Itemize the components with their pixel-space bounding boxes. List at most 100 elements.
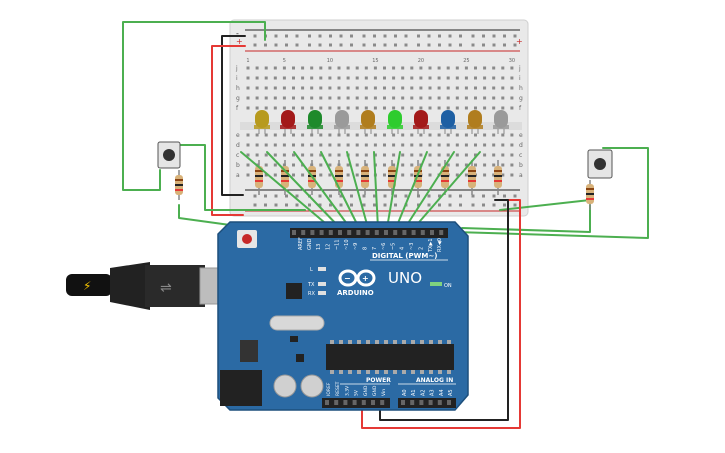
resistor[interactable] bbox=[255, 160, 263, 195]
breadboard-hole[interactable] bbox=[437, 76, 441, 80]
breadboard-hole[interactable] bbox=[419, 133, 423, 137]
breadboard-hole[interactable] bbox=[446, 76, 450, 80]
breadboard-hole[interactable] bbox=[428, 143, 432, 147]
breadboard-hole[interactable] bbox=[328, 66, 332, 70]
rail-hole[interactable] bbox=[503, 43, 506, 47]
breadboard-hole[interactable] bbox=[328, 96, 332, 100]
led[interactable] bbox=[387, 110, 403, 134]
breadboard-hole[interactable] bbox=[510, 96, 514, 100]
breadboard-hole[interactable] bbox=[501, 163, 505, 167]
breadboard-hole[interactable] bbox=[337, 143, 341, 147]
breadboard-hole[interactable] bbox=[383, 143, 386, 147]
breadboard-hole[interactable] bbox=[492, 76, 496, 80]
breadboard-hole[interactable] bbox=[419, 96, 423, 100]
breadboard-hole[interactable] bbox=[492, 133, 496, 137]
breadboard-hole[interactable] bbox=[255, 106, 259, 110]
rail-hole[interactable] bbox=[417, 203, 420, 207]
rail-hole[interactable] bbox=[373, 43, 376, 47]
rail-hole[interactable] bbox=[362, 203, 366, 207]
breadboard-hole[interactable] bbox=[264, 133, 268, 137]
rail-hole[interactable] bbox=[339, 203, 343, 207]
breadboard-hole[interactable] bbox=[273, 96, 277, 100]
breadboard-hole[interactable] bbox=[364, 86, 368, 90]
rail-hole[interactable] bbox=[503, 194, 506, 198]
breadboard-hole[interactable] bbox=[273, 153, 277, 157]
breadboard-hole[interactable] bbox=[355, 86, 359, 90]
breadboard-hole[interactable] bbox=[492, 106, 496, 110]
breadboard-hole[interactable] bbox=[410, 66, 414, 70]
breadboard-hole[interactable] bbox=[446, 66, 450, 70]
breadboard-hole[interactable] bbox=[383, 96, 386, 100]
breadboard-hole[interactable] bbox=[383, 66, 386, 70]
breadboard-hole[interactable] bbox=[492, 86, 496, 90]
breadboard-hole[interactable] bbox=[464, 163, 468, 167]
wire-5v-left[interactable] bbox=[211, 45, 246, 216]
breadboard-hole[interactable] bbox=[346, 173, 350, 177]
breadboard-hole[interactable] bbox=[328, 106, 332, 110]
rail-hole[interactable] bbox=[482, 43, 485, 47]
rail-hole[interactable] bbox=[285, 34, 288, 38]
breadboard-hole[interactable] bbox=[319, 96, 323, 100]
resistor[interactable] bbox=[468, 160, 476, 195]
rail-hole[interactable] bbox=[404, 34, 408, 38]
breadboard-hole[interactable] bbox=[273, 106, 277, 110]
breadboard-hole[interactable] bbox=[464, 96, 468, 100]
signal-wire[interactable] bbox=[346, 151, 369, 229]
breadboard-hole[interactable] bbox=[419, 106, 423, 110]
breadboard-hole[interactable] bbox=[446, 106, 450, 110]
breadboard-hole[interactable] bbox=[373, 66, 377, 70]
rail-hole[interactable] bbox=[503, 203, 506, 207]
breadboard-hole[interactable] bbox=[264, 66, 268, 70]
breadboard-hole[interactable] bbox=[246, 66, 250, 70]
breadboard-hole[interactable] bbox=[273, 173, 277, 177]
wire-gnd-left[interactable] bbox=[221, 35, 246, 196]
breadboard-hole[interactable] bbox=[328, 143, 332, 147]
breadboard-hole[interactable] bbox=[273, 143, 277, 147]
breadboard-hole[interactable] bbox=[282, 106, 286, 110]
breadboard-hole[interactable] bbox=[355, 173, 359, 177]
breadboard-hole[interactable] bbox=[437, 133, 441, 137]
rail-hole[interactable] bbox=[362, 34, 366, 38]
rail-hole[interactable] bbox=[253, 203, 257, 207]
breadboard-hole[interactable] bbox=[483, 86, 487, 90]
breadboard-hole[interactable] bbox=[492, 66, 496, 70]
rail-hole[interactable] bbox=[448, 203, 452, 207]
breadboard-hole[interactable] bbox=[273, 163, 277, 167]
rail-hole[interactable] bbox=[295, 194, 299, 198]
rail-hole[interactable] bbox=[459, 194, 462, 198]
led[interactable] bbox=[467, 110, 483, 134]
breadboard-hole[interactable] bbox=[492, 96, 496, 100]
breadboard-hole[interactable] bbox=[483, 106, 487, 110]
resistor-left[interactable] bbox=[175, 170, 183, 200]
breadboard-hole[interactable] bbox=[319, 66, 323, 70]
breadboard-hole[interactable] bbox=[319, 106, 323, 110]
breadboard-hole[interactable] bbox=[364, 66, 368, 70]
rail-hole[interactable] bbox=[264, 194, 267, 198]
breadboard-hole[interactable] bbox=[346, 163, 350, 167]
wire-left-top[interactable] bbox=[122, 21, 266, 191]
breadboard-hole[interactable] bbox=[455, 163, 459, 167]
rail-hole[interactable] bbox=[438, 194, 441, 198]
breadboard-hole[interactable] bbox=[282, 153, 286, 157]
breadboard-hole[interactable] bbox=[464, 106, 468, 110]
breadboard-hole[interactable] bbox=[246, 76, 250, 80]
wire-right-res[interactable] bbox=[461, 204, 591, 233]
breadboard-hole[interactable] bbox=[510, 163, 514, 167]
breadboard-hole[interactable] bbox=[410, 133, 414, 137]
rail-hole[interactable] bbox=[482, 34, 485, 38]
breadboard-hole[interactable] bbox=[401, 96, 405, 100]
breadboard-hole[interactable] bbox=[392, 153, 396, 157]
breadboard-hole[interactable] bbox=[301, 133, 305, 137]
breadboard-hole[interactable] bbox=[501, 76, 505, 80]
rail-hole[interactable] bbox=[492, 34, 496, 38]
rail-hole[interactable] bbox=[471, 43, 475, 47]
wire-right-top[interactable] bbox=[454, 147, 649, 239]
breadboard-hole[interactable] bbox=[264, 76, 268, 80]
rail-hole[interactable] bbox=[253, 43, 257, 47]
breadboard-hole[interactable] bbox=[464, 153, 468, 157]
rail-hole[interactable] bbox=[482, 203, 485, 207]
rail-hole[interactable] bbox=[417, 43, 420, 47]
breadboard-hole[interactable] bbox=[446, 86, 450, 90]
breadboard-hole[interactable] bbox=[346, 133, 350, 137]
breadboard-hole[interactable] bbox=[310, 96, 314, 100]
